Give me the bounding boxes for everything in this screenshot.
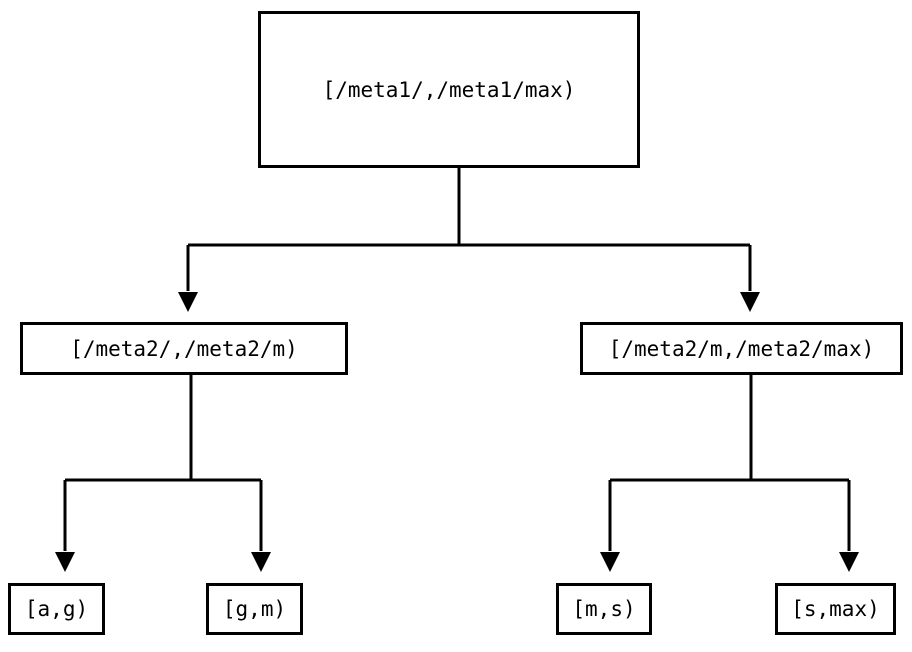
tree-node-level2-right[interactable]: [/meta2/m,/meta2/max) <box>580 322 903 375</box>
arrowhead-leaf1 <box>251 552 271 572</box>
tree-node-root[interactable]: [/meta1/,/meta1/max) <box>258 11 640 168</box>
arrowhead-leaf2 <box>600 552 620 572</box>
arrowhead-leaf3 <box>839 552 859 572</box>
tree-leaf-g-m[interactable]: [g,m) <box>206 583 303 635</box>
arrowhead-leaf0 <box>55 552 75 572</box>
arrowhead-l2-right <box>740 292 760 312</box>
tree-node-level2-left[interactable]: [/meta2/,/meta2/m) <box>20 322 348 375</box>
arrowhead-l2-left <box>178 292 198 312</box>
tree-leaf-s-max[interactable]: [s,max) <box>775 583 896 635</box>
tree-leaf-m-s[interactable]: [m,s) <box>556 583 652 635</box>
tree-leaf-a-g[interactable]: [a,g) <box>8 583 105 635</box>
